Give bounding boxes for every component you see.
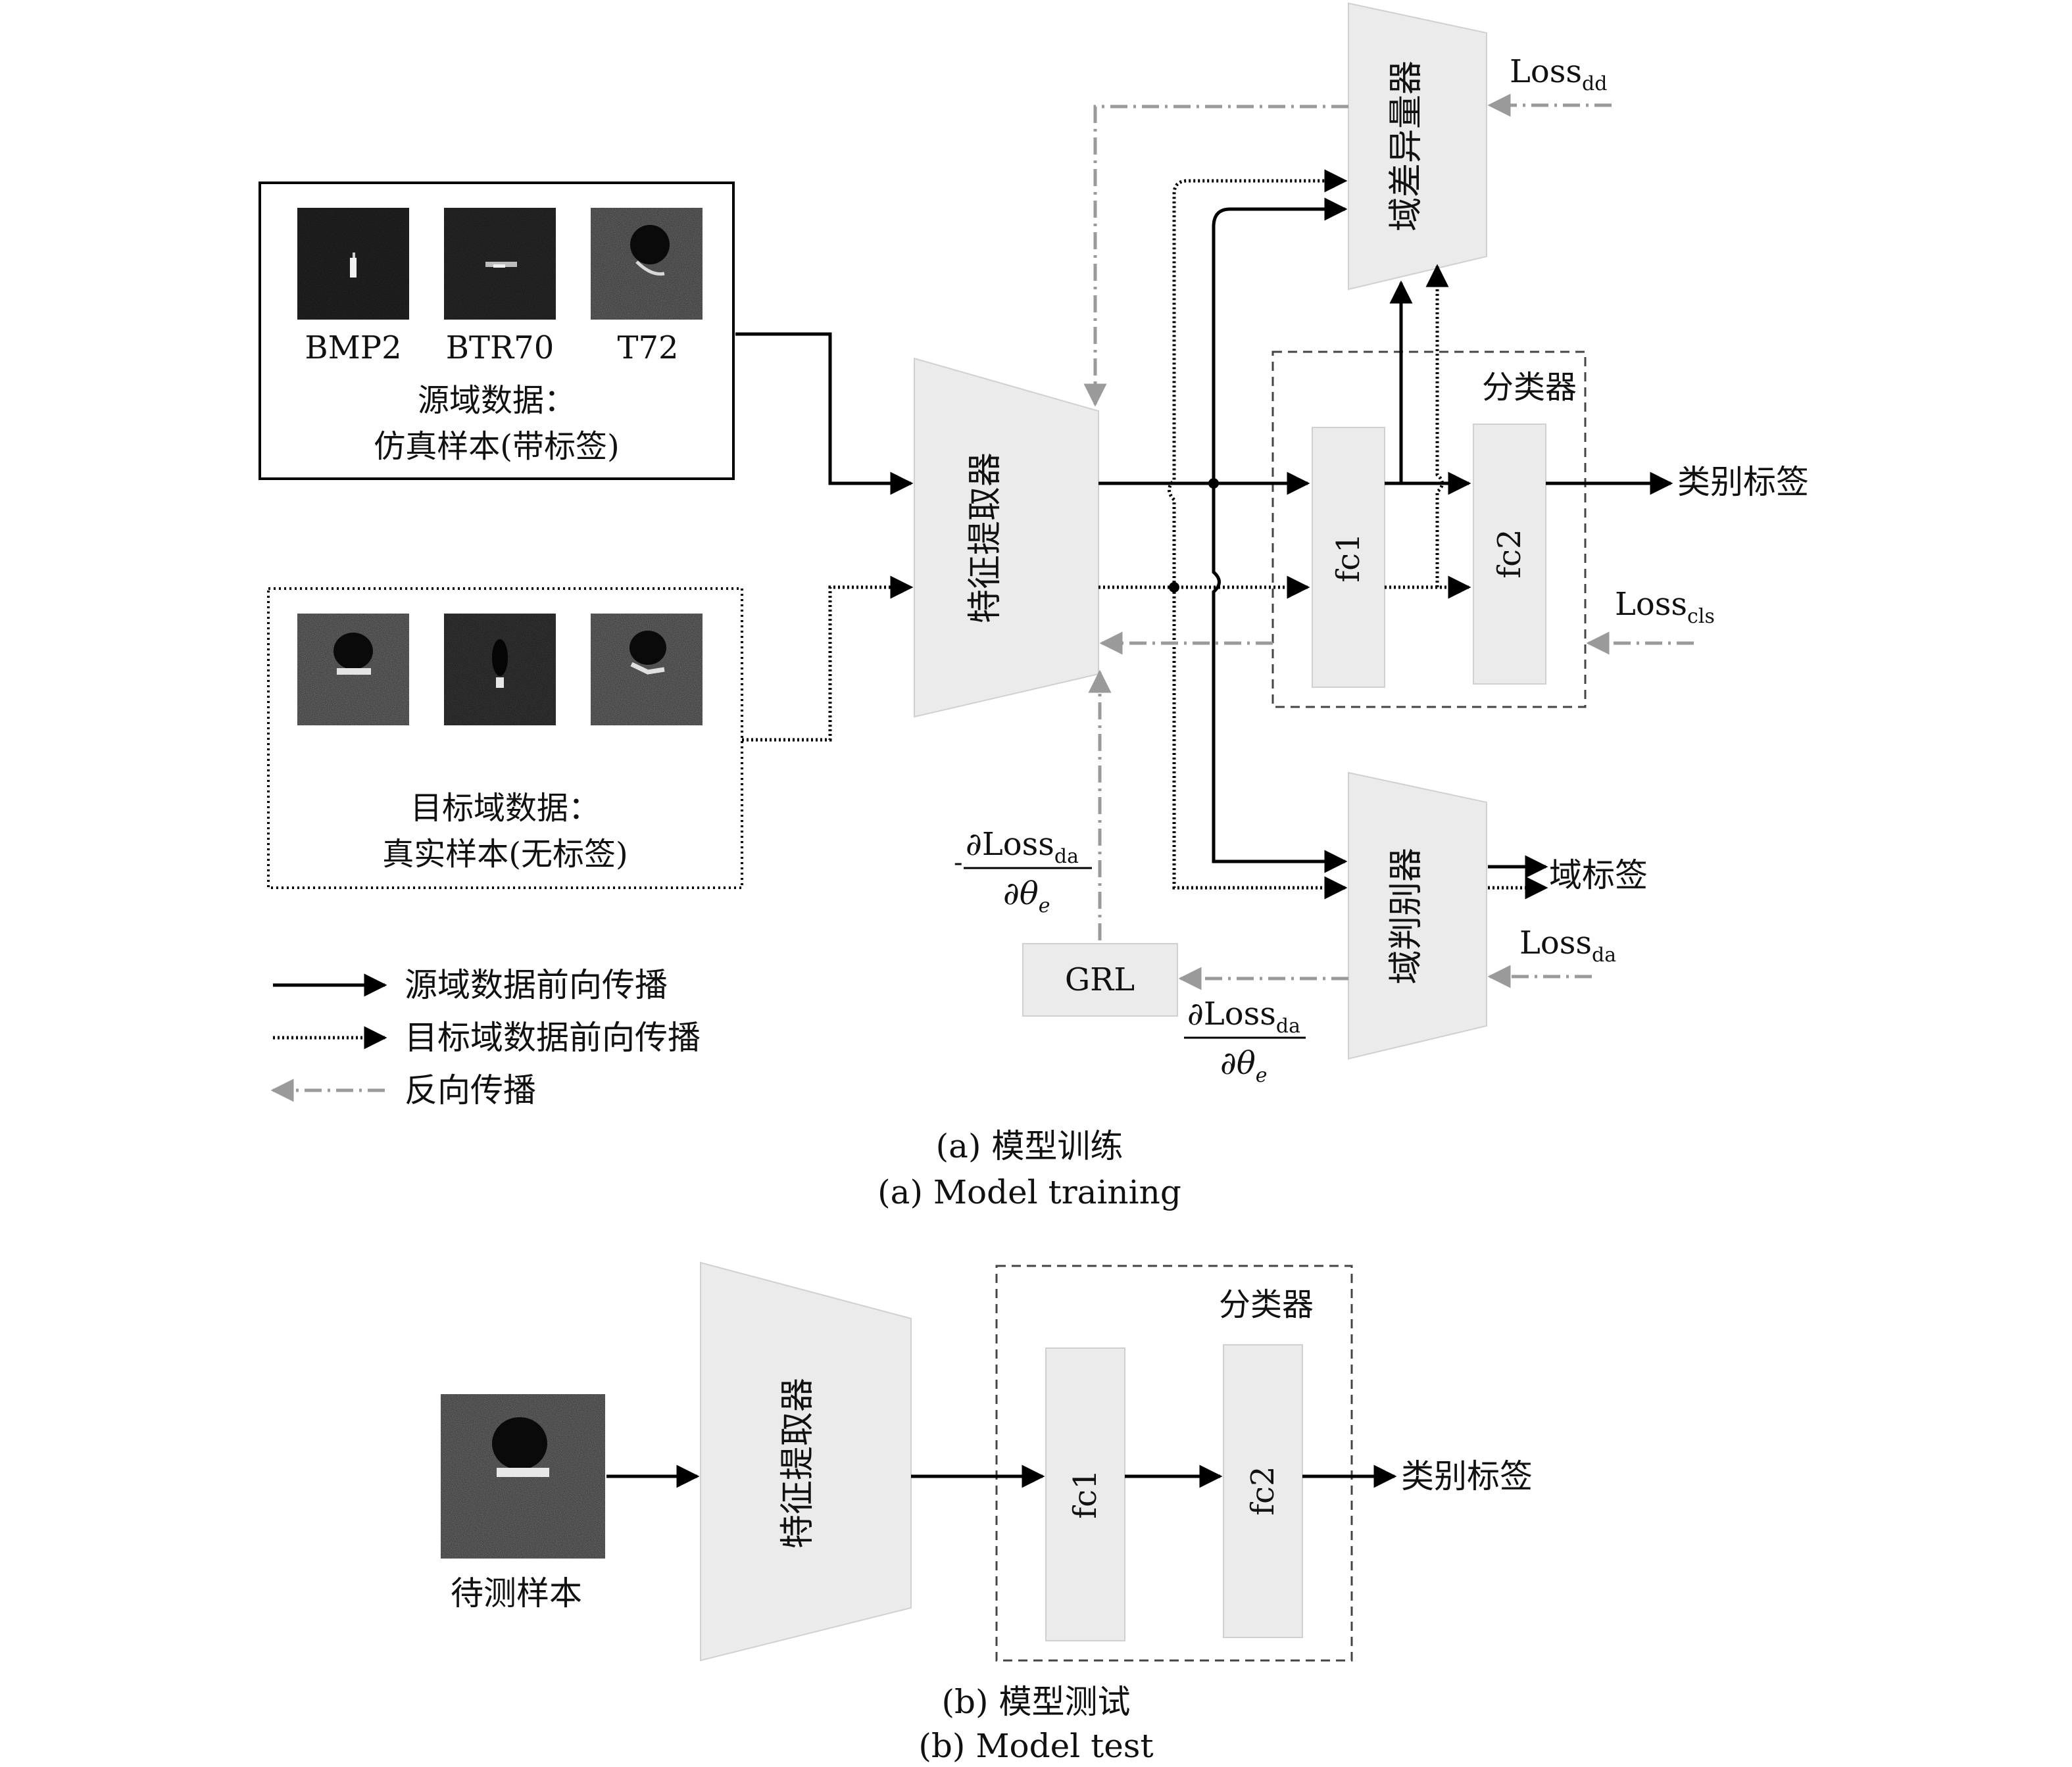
svg-text:反向传播: 反向传播 [405, 1071, 536, 1109]
backprop-paths [1083, 93, 1694, 990]
legend-item-dotted: 目标域数据前向传播 [273, 1019, 701, 1057]
svg-text:∂Lossda: ∂Lossda [966, 826, 1079, 868]
fc2-label: fc2 [1491, 529, 1528, 578]
grl-box: GRL [1022, 943, 1178, 1017]
loss-dd-label: Lossdd [1510, 53, 1607, 95]
classifier-title-test: 分类器 [1219, 1286, 1314, 1323]
sar-image-bmp2 [297, 208, 409, 320]
svg-text:Lossda: Lossda [1519, 925, 1616, 967]
sar-image-btr70 [444, 208, 556, 320]
svg-text:Lossdd: Lossdd [1510, 53, 1607, 95]
target-forward-paths [742, 169, 1548, 900]
loss-da-label: Lossda [1519, 925, 1616, 967]
svg-text:∂Lossda: ∂Lossda [1187, 996, 1300, 1038]
junction-source [1208, 478, 1219, 489]
feature-extractor-test: 特征提取器 [700, 1261, 912, 1662]
test-sample-image [441, 1394, 605, 1559]
fc1-box-test [1045, 1347, 1125, 1641]
svg-text:∂θe: ∂θe [1220, 1045, 1267, 1087]
loss-cls-label: Losscls [1615, 586, 1715, 628]
source-domain-panel: BMP2 BTR70 T72 源域数据： 仿真样本(带标签) [259, 182, 735, 480]
target-domain-panel: 目标域数据： 真实样本(无标签) [267, 587, 743, 889]
legend: 源域数据前向传播 目标域数据前向传播 反向传播 [270, 966, 701, 1109]
target-domain-title: 目标域数据： [410, 790, 600, 827]
domain-discriminator: 域判别器 [1348, 771, 1487, 1060]
gradient-fraction-bottom: ∂Lossda ∂θe [1184, 996, 1306, 1087]
caption-test-en: (b) Model test [918, 1727, 1153, 1765]
fc1-label: fc1 [1330, 533, 1367, 582]
classifier-frame-test: 分类器 fc1 fc2 [995, 1265, 1353, 1662]
domain-discrepancy-metric: 域差异量器 [1348, 2, 1487, 291]
caption-test-cn: (b) 模型测试 [942, 1683, 1131, 1721]
svg-text:Losscls: Losscls [1615, 586, 1715, 628]
sar-image-target-3 [591, 614, 703, 725]
svg-text:域差异量器: 域差异量器 [1387, 61, 1426, 231]
source-forward-paths [735, 197, 1673, 879]
domain-label-output: 域标签 [1549, 856, 1648, 894]
sample-label-btr70: BTR70 [446, 329, 555, 366]
svg-text:特征提取器: 特征提取器 [966, 452, 1005, 623]
feature-extractor-training: 特征提取器 [914, 357, 1099, 718]
junction-target [1169, 582, 1179, 593]
sar-image-target-1 [297, 614, 409, 725]
sample-label-t72: T72 [617, 329, 678, 366]
class-label-output-test: 类别标签 [1401, 1457, 1533, 1495]
fc2-label-test: fc2 [1245, 1466, 1281, 1515]
legend-item-solid: 源域数据前向传播 [273, 966, 668, 1004]
source-domain-title: 源域数据： [418, 382, 576, 419]
svg-text:源域数据前向传播: 源域数据前向传播 [405, 966, 668, 1004]
svg-text:目标域数据前向传播: 目标域数据前向传播 [405, 1019, 701, 1057]
fc1-label-test: fc1 [1067, 1469, 1104, 1518]
svg-text:特征提取器: 特征提取器 [778, 1378, 818, 1549]
svg-text:GRL: GRL [1065, 961, 1135, 998]
fc2-box [1473, 424, 1546, 685]
class-label-output-training: 类别标签 [1677, 463, 1809, 501]
svg-text:域判别器: 域判别器 [1387, 848, 1426, 984]
fc2-box-test [1223, 1344, 1303, 1638]
sample-label-bmp2: BMP2 [305, 329, 401, 366]
sar-image-t72 [591, 208, 703, 320]
gradient-fraction-top: - ∂Lossda ∂θe [954, 826, 1092, 917]
classifier-frame-training: 分类器 fc1 fc2 [1271, 351, 1587, 708]
fc1-box [1312, 427, 1385, 688]
source-domain-subtitle: 仿真样本(带标签) [374, 428, 619, 465]
target-domain-subtitle: 真实样本(无标签) [382, 836, 628, 873]
caption-training-cn: (a) 模型训练 [936, 1127, 1123, 1165]
legend-item-dashdot: 反向传播 [270, 1071, 536, 1109]
caption-training-en: (a) Model training [877, 1173, 1181, 1211]
svg-text:∂θe: ∂θe [1003, 875, 1050, 917]
svg-text:-: - [954, 848, 963, 878]
classifier-title: 分类器 [1482, 369, 1577, 406]
test-sample-label: 待测样本 [451, 1574, 582, 1612]
sar-image-target-2 [444, 614, 556, 725]
